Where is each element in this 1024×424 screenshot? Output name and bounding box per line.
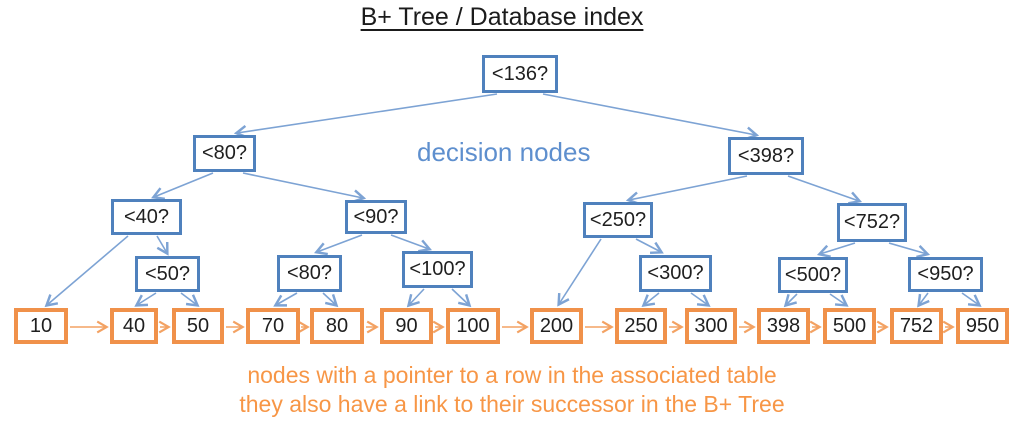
decision-nodes-annotation: decision nodes [417, 137, 591, 167]
leaf-nodes-caption: nodes with a pointer to a row in the ass… [0, 361, 1024, 419]
leaf-node-50: 50 [172, 308, 224, 344]
decision-node-90: <90? [345, 200, 407, 234]
caption-line-2: they also have a link to their successor… [239, 391, 785, 417]
leaf-node-90: 90 [380, 308, 433, 344]
decision-node-80: <80? [193, 135, 256, 172]
leaf-node-100: 100 [446, 308, 500, 344]
decision-node-500: <500? [778, 257, 848, 293]
leaf-node-500: 500 [823, 308, 876, 344]
leaf-node-398: 398 [757, 308, 810, 344]
caption-line-1: nodes with a pointer to a row in the ass… [247, 362, 777, 388]
leaf-node-80: 80 [310, 308, 364, 344]
decision-node-136: <136? [482, 55, 558, 93]
leaf-node-70: 70 [246, 308, 300, 344]
decision-edges [44, 93, 982, 308]
page-title: B+ Tree / Database index [360, 3, 644, 31]
leaf-node-950: 950 [956, 308, 1009, 344]
decision-node-752: <752? [837, 203, 907, 242]
decision-node-250: <250? [583, 202, 653, 238]
decision-node-40: <40? [111, 199, 182, 235]
decision-node-100: <100? [402, 251, 473, 288]
decision-node-50: <50? [135, 256, 200, 292]
decision-node-300: <300? [639, 255, 712, 292]
leaf-node-10: 10 [14, 308, 68, 344]
leaf-node-40: 40 [110, 308, 158, 344]
leaf-node-300: 300 [685, 308, 737, 344]
decision-node-398: <398? [728, 137, 804, 175]
leaf-node-752: 752 [890, 308, 943, 344]
decision-node-950: <950? [908, 257, 983, 292]
leaf-node-250: 250 [615, 308, 667, 344]
leaf-node-200: 200 [530, 308, 583, 344]
decision-node-80-lower: <80? [277, 255, 342, 292]
